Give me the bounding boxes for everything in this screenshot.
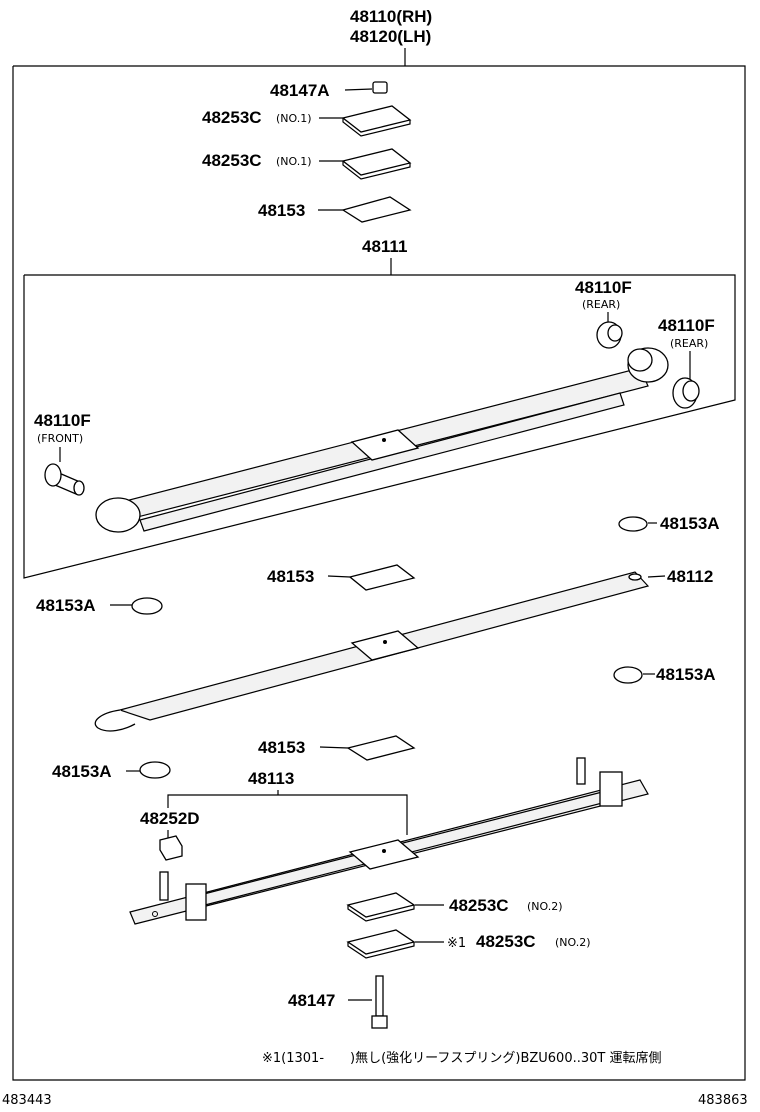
plate-48253C-4-edge (347, 942, 415, 959)
part-48253C-4-prefix: ※1 (447, 936, 466, 951)
part-48113-label[interactable]: 48113 (248, 769, 294, 788)
part-48110F-rear2-tag: (REAR) (670, 337, 708, 350)
ref-number-left: 483443 (2, 1093, 52, 1108)
part-48110F-rear1-tag: (REAR) (582, 298, 620, 311)
rebound-clip-left-post (159, 871, 169, 901)
bushing-48110F-rear1-end (607, 324, 623, 342)
part-48253C-2-label[interactable]: 48253C (202, 151, 262, 170)
part-48153A-r2-label[interactable]: 48153A (656, 665, 716, 684)
leaf-48112-hook (94, 709, 136, 732)
part-48111-label[interactable]: 48111 (362, 237, 407, 256)
leaf-48112-center-pad (350, 630, 420, 661)
plate-48253C-1 (341, 105, 412, 133)
leader-48153-mid (327, 575, 351, 578)
plate-48253C-3-edge (347, 905, 415, 922)
second-leaf-48111 (139, 392, 625, 532)
bushing-48110F-front-flange (44, 463, 62, 487)
plate-48253C-1-edge (342, 118, 411, 137)
leader-48147A (344, 88, 373, 91)
part-48253C-1-label[interactable]: 48253C (202, 108, 262, 127)
part-48253C-4-label[interactable]: 48253C (476, 932, 536, 951)
bolt-48147-shank (375, 975, 384, 1017)
nut-48147A (372, 81, 388, 94)
pad-48153-top (341, 196, 412, 223)
bolt-48147-head (371, 1015, 388, 1029)
part-48153-low-label[interactable]: 48153 (258, 738, 305, 757)
rebound-clip-right-post (576, 757, 586, 785)
part-48112-label[interactable]: 48112 (667, 567, 713, 586)
clip-48153A-r1 (618, 516, 648, 532)
rebound-clip-right (599, 771, 623, 807)
part-48253C-1-tag: (NO.1) (276, 112, 312, 125)
leader-48112 (647, 575, 666, 578)
group-frame-48111 (23, 274, 736, 579)
leaf-48113-center-pad (348, 839, 420, 870)
part-48252D-label[interactable]: 48252D (140, 809, 200, 828)
part-48253C-3-tag: (NO.2) (527, 900, 563, 913)
outer-frame (12, 65, 746, 1081)
assembly-lh-label[interactable]: 48120(LH) (350, 27, 431, 46)
leaf-48113-end-hole (152, 911, 158, 917)
leaf-48112-end-hole (628, 573, 642, 581)
plate-48253C-2 (341, 148, 412, 176)
leaf-48113-bolt-hole (382, 849, 386, 853)
part-48110F-rear1-label[interactable]: 48110F (575, 278, 632, 297)
part-48110F-front-tag: (FRONT) (37, 432, 83, 445)
part-48153-mid-label[interactable]: 48153 (267, 567, 314, 586)
clip-48153A-l1 (131, 597, 163, 615)
pad-48153-low (346, 735, 416, 761)
plate-48253C-3 (346, 892, 416, 918)
part-48110F-front-label[interactable]: 48110F (34, 411, 91, 430)
center-bolt-hole (382, 438, 386, 442)
front-eye (95, 497, 141, 533)
plate-48253C-4 (346, 929, 416, 955)
leader-48153-low (319, 746, 349, 749)
pad-48153-mid (348, 564, 416, 591)
clip-48153A-r2 (613, 666, 643, 684)
plate-48253C-2-edge (342, 161, 411, 180)
part-48253C-2-tag: (NO.1) (276, 155, 312, 168)
leader-48113-bracket (167, 794, 408, 835)
part-48147A-label[interactable]: 48147A (270, 81, 330, 100)
part-48147-label[interactable]: 48147 (288, 991, 335, 1010)
assembly-rh-label[interactable]: 48110(RH) (350, 7, 432, 26)
clip-48252D (159, 835, 183, 861)
part-48153-top-label[interactable]: 48153 (258, 201, 305, 220)
part-48153A-l1-label[interactable]: 48153A (36, 596, 96, 615)
bushing-48110F-rear2-end (682, 380, 700, 402)
leaf-48112-bolt-hole (383, 640, 387, 644)
rebound-clip-left (185, 883, 207, 921)
part-48253C-3-label[interactable]: 48253C (449, 896, 509, 915)
ref-number-right: 483863 (698, 1093, 748, 1108)
part-48253C-4-tag: (NO.2) (555, 936, 591, 949)
footnote: ※1(1301- )無し(強化リーフスプリング)BZU600..30T 運転席側 (262, 1050, 661, 1066)
part-48153A-r1-label[interactable]: 48153A (660, 514, 720, 533)
leaf-center-pad (350, 429, 420, 461)
part-48153A-l2-label[interactable]: 48153A (52, 762, 112, 781)
part-48110F-rear2-label[interactable]: 48110F (658, 316, 715, 335)
bushing-48110F-front-end (73, 480, 85, 496)
rear-eye-inner (627, 348, 653, 372)
clip-48153A-l2 (139, 761, 171, 779)
